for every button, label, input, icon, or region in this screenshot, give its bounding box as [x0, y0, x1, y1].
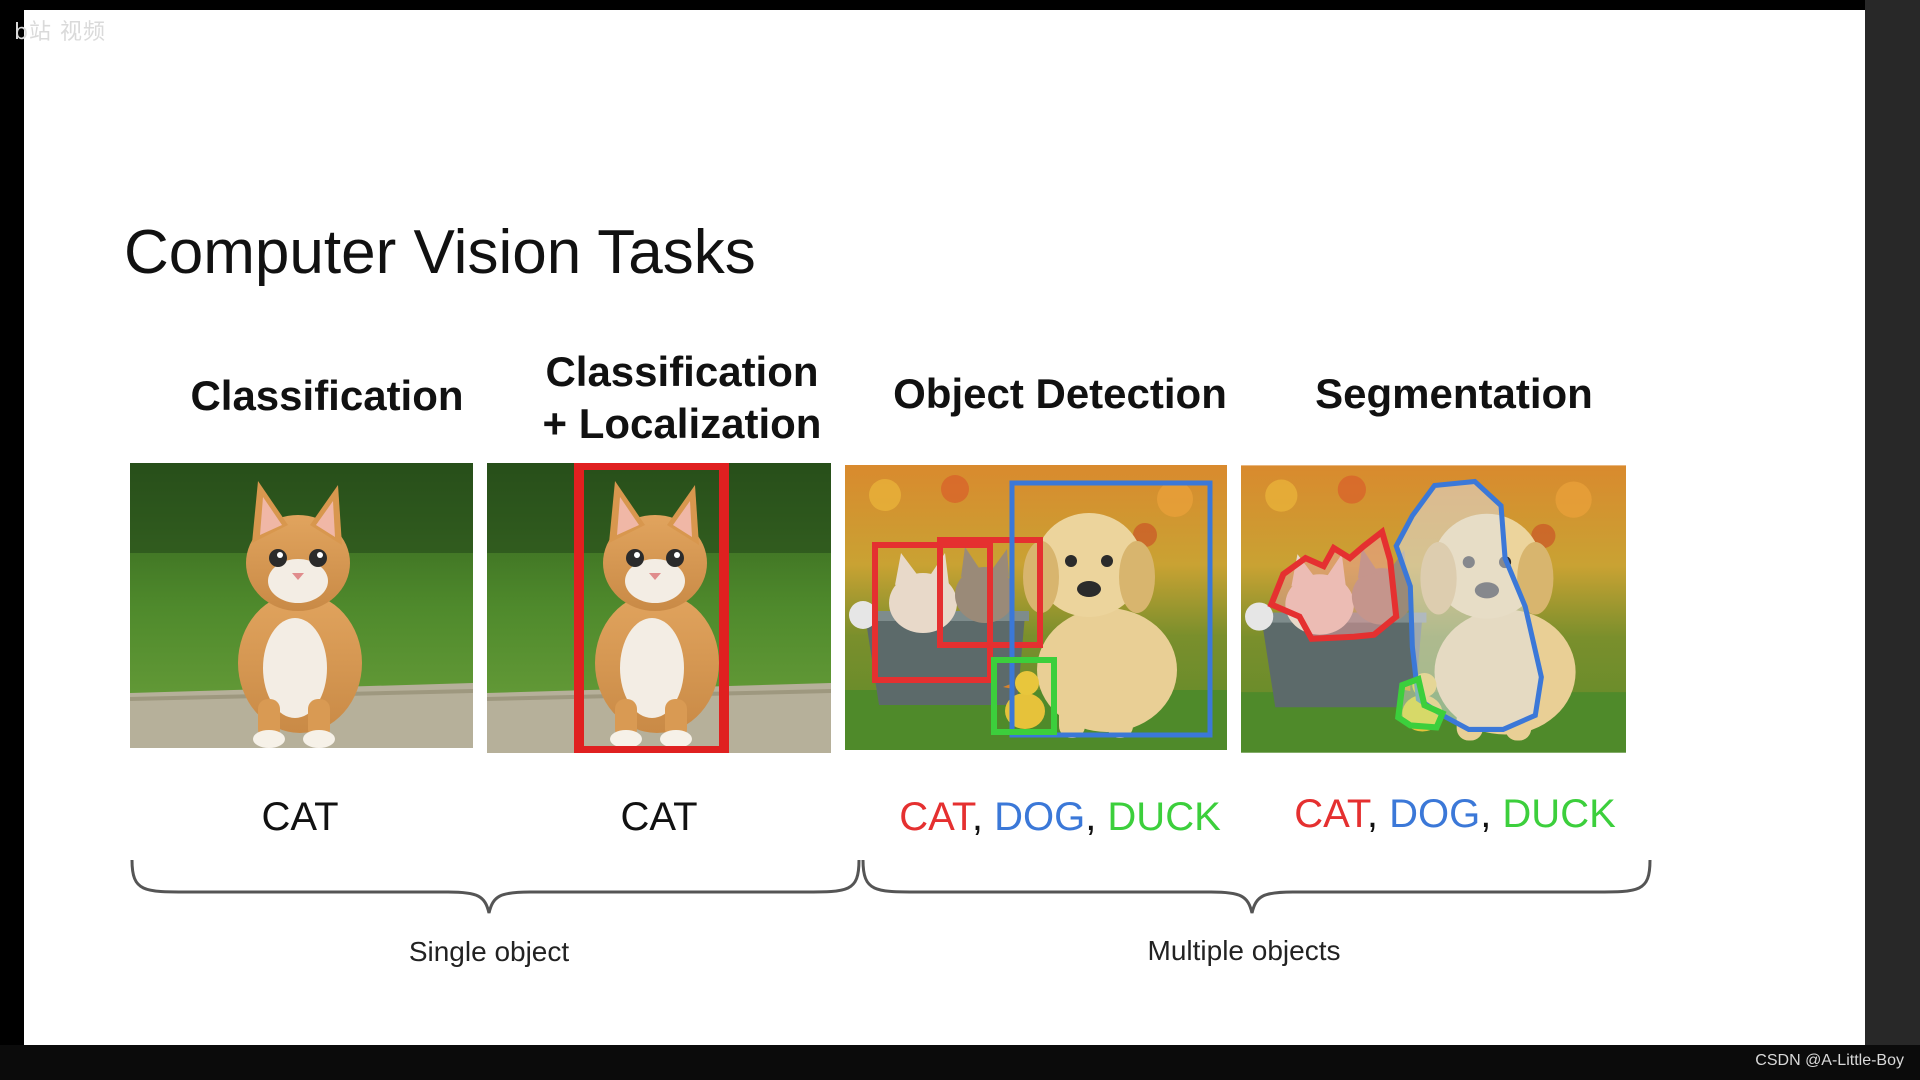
pets-photo-detection: [845, 465, 1227, 750]
localization-box: [574, 463, 729, 753]
cat-box-1: [872, 542, 993, 683]
label-cat: CAT: [261, 795, 339, 839]
duck-box: [991, 657, 1057, 735]
kitten-photo: [130, 463, 473, 748]
group-label-single: Single object: [408, 936, 570, 967]
label-separator: ,: [1480, 792, 1503, 836]
task-title-classification: Classification: [127, 370, 527, 422]
label-separator: ,: [1366, 792, 1390, 836]
label-cat: CAT: [899, 795, 972, 839]
group-label-multiple: Multiple objects: [1147, 935, 1341, 966]
task-title-localization: Classification + Localization: [482, 346, 882, 450]
label-localization: CAT: [559, 797, 759, 837]
label-separator: ,: [971, 795, 995, 839]
right-edge-strip: [1865, 0, 1920, 1045]
task-title-segmentation: Segmentation: [1229, 368, 1679, 420]
bottom-bar: [0, 1045, 1920, 1080]
cat-box-2: [937, 537, 1043, 648]
task-title-line: + Localization: [542, 400, 822, 447]
label-cat: CAT: [620, 795, 698, 839]
label-dog: DOG: [994, 795, 1086, 839]
watermark-top: b站 视频: [14, 20, 106, 45]
pets-photo-segmentation: [1241, 465, 1626, 753]
task-title-line: Segmentation: [1315, 370, 1593, 417]
task-title-detection: Object Detection: [835, 368, 1285, 420]
label-classification: CAT: [200, 797, 400, 837]
task-title-line: Object Detection: [893, 370, 1227, 417]
label-duck: DUCK: [1502, 792, 1616, 836]
dog-box: [1009, 480, 1213, 738]
cat-mask: [1267, 526, 1400, 642]
watermark: CSDN @A-Little-Boy: [1755, 1052, 1904, 1069]
label-separator: ,: [1085, 795, 1108, 839]
brace-single-object: [130, 859, 861, 914]
brace-multiple-objects: [861, 859, 1652, 914]
kitten-photo-localized: [487, 463, 831, 753]
dog-mask: [1393, 478, 1544, 732]
label-cat: CAT: [1294, 792, 1367, 836]
task-title-line: Classification: [190, 372, 464, 419]
label-segmentation: CAT, DOG, DUCK: [1230, 794, 1680, 834]
label-duck: DUCK: [1107, 795, 1221, 839]
label-dog: DOG: [1389, 792, 1481, 836]
slide: Computer Vision Tasks Classification Cla…: [24, 10, 1865, 1045]
label-detection: CAT, DOG, DUCK: [835, 797, 1285, 837]
slide-title: Computer Vision Tasks: [124, 218, 756, 287]
task-title-line: Classification: [545, 348, 819, 395]
duck-mask: [1394, 675, 1447, 731]
